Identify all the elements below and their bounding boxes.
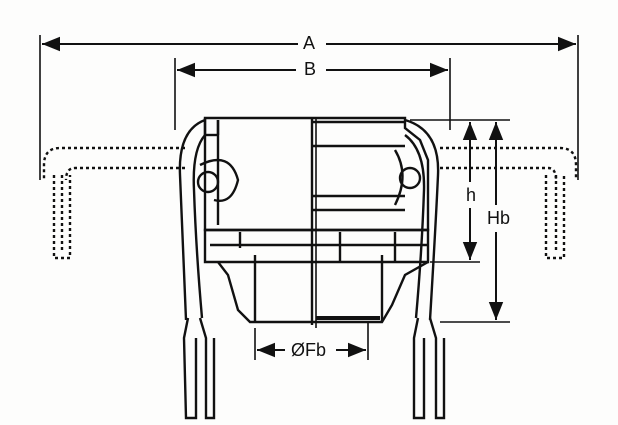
dimension-a-label: A (301, 33, 318, 53)
dimension-fb-label: ØFb (289, 340, 329, 360)
dimension-h-label: h (464, 185, 479, 205)
left-cam-lever (178, 118, 240, 420)
coupler-body (203, 116, 430, 328)
extension-lines (39, 35, 579, 360)
dimension-b-label: B (302, 59, 319, 79)
dimension-hb-label: Hb (485, 208, 513, 228)
right-cam-lever (398, 118, 446, 420)
handles-open-dotted (42, 146, 578, 260)
